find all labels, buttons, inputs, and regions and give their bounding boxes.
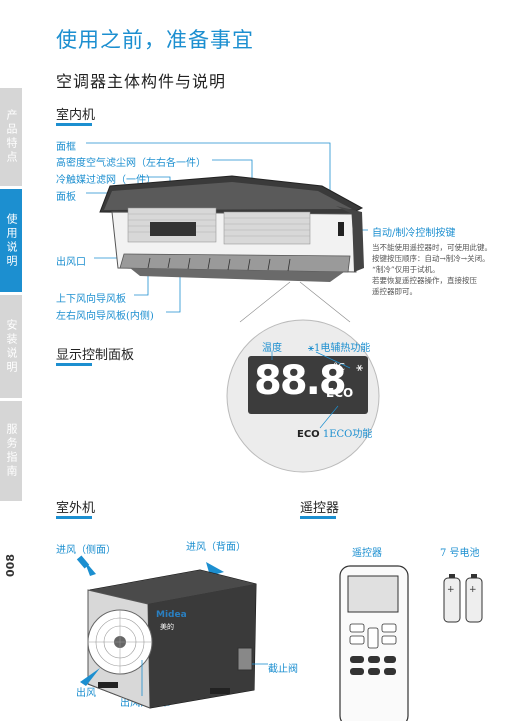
label-stop-valve: 截止阀 xyxy=(268,664,298,675)
label-temperature: 温度 xyxy=(262,343,282,354)
label-catalyst-filter: 冷触媒过滤网（一件） xyxy=(56,175,156,186)
svg-text:+: + xyxy=(469,585,477,595)
display-panel-illustration xyxy=(226,319,380,473)
label-batteries: 7 号电池 xyxy=(440,548,480,559)
tab-installation[interactable]: 安装说明 xyxy=(0,295,22,398)
label-remote: 遥控器 xyxy=(352,548,382,559)
label-outlet: 出风口 xyxy=(56,257,86,268)
remote-and-battery-illustration: + + xyxy=(339,565,483,721)
label-eco: ECO 1ECO功能 xyxy=(297,429,373,440)
indoor-title: 室内机 xyxy=(56,108,96,123)
outdoor-unit-illustration xyxy=(76,555,268,709)
display-digits: 88.8 xyxy=(254,358,347,404)
tab-usage[interactable]: 使用说明 xyxy=(0,189,22,292)
auto-button-note: 当不能使用遥控器时，可使用此键。 按键按压顺序：自动→制冷→关闭。 “制冷”仅用… xyxy=(372,243,492,296)
indoor-title-underline xyxy=(56,123,92,126)
label-outlet-air: 出风 xyxy=(76,688,96,699)
svg-text:+: + xyxy=(447,585,455,595)
display-screen xyxy=(248,356,368,414)
remote-screen xyxy=(347,575,399,613)
battery-icon: + + xyxy=(443,574,483,623)
label-inlet-side: 进风（侧面） xyxy=(56,545,116,556)
indoor-unit-illustration xyxy=(86,142,368,323)
display-title-underline xyxy=(56,363,92,366)
brand-logo: Midea xyxy=(156,610,187,620)
remote-title: 遥控器 xyxy=(300,501,340,516)
tab-service[interactable]: 服务指南 xyxy=(0,401,22,501)
label-vertical-louver: 上下风向导风板 xyxy=(56,294,126,305)
heater-indicator-icon: ⚹ xyxy=(356,360,364,374)
page-number: 008 xyxy=(4,554,17,577)
tab-product-features[interactable]: 产品特点 xyxy=(0,88,22,186)
label-panel: 面板 xyxy=(56,192,76,203)
label-hepa-filter: 高密度空气滤尘网（左右各一件） xyxy=(56,158,206,169)
display-eco: ECO xyxy=(326,386,354,400)
display-unit: °C xyxy=(333,362,345,373)
page-title: 使用之前，准备事宜 xyxy=(56,28,254,52)
outdoor-title-underline xyxy=(56,516,92,519)
remote-title-underline xyxy=(300,516,336,519)
label-electric-heater: ⚹1电辅热功能 xyxy=(308,343,371,354)
label-inlet-back: 进风（背面） xyxy=(186,542,246,553)
label-auto-button: 自动/制冷控制按键 xyxy=(372,228,456,239)
eco-icon: ECO xyxy=(297,429,320,440)
brand-logo-cn: 美的 xyxy=(160,623,174,631)
label-horizontal-louver: 左右风向导风板(内侧) xyxy=(56,311,154,322)
display-title: 显示控制面板 xyxy=(56,348,135,363)
heater-icon: ⚹ xyxy=(308,343,314,354)
page-subtitle: 空调器主体构件与说明 xyxy=(56,72,227,91)
outdoor-title: 室外机 xyxy=(56,501,96,516)
label-frame: 面框 xyxy=(56,142,76,153)
stop-valve xyxy=(237,647,253,671)
